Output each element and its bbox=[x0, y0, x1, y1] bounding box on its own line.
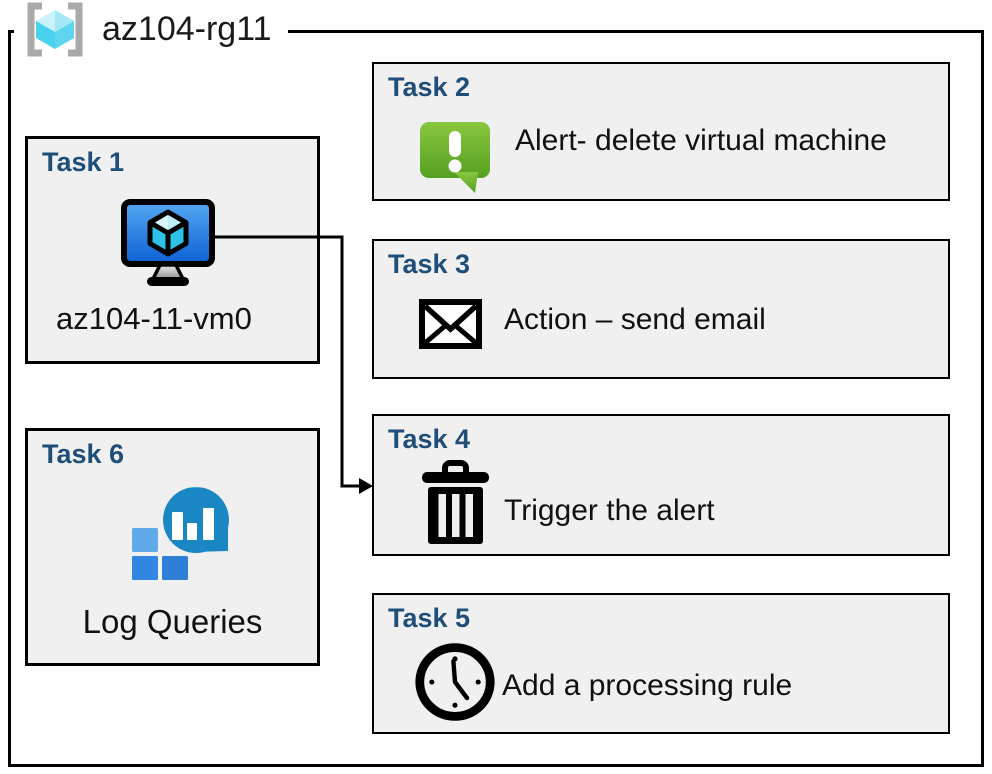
task5-text: Add a processing rule bbox=[502, 669, 793, 702]
resource-group-name: az104-rg11 bbox=[102, 10, 272, 48]
header-border-gap bbox=[14, 27, 288, 36]
vm-name: az104-11-vm0 bbox=[56, 301, 252, 336]
task1-box: Task 1 bbox=[25, 136, 320, 364]
trash-icon bbox=[422, 460, 490, 545]
log-analytics-icon bbox=[132, 487, 242, 582]
task6-label: Task 6 bbox=[42, 439, 125, 469]
task3-box: Task 3 Action – send email bbox=[372, 239, 950, 379]
virtual-machine-icon bbox=[121, 199, 215, 287]
task4-label: Task 4 bbox=[388, 424, 471, 454]
task6-box: Task 6 Log Queries bbox=[25, 428, 320, 666]
task1-label: Task 1 bbox=[42, 147, 125, 177]
task3-label: Task 3 bbox=[388, 249, 471, 279]
task3-text: Action – send email bbox=[504, 303, 766, 336]
task2-text: Alert- delete virtual machine bbox=[515, 124, 887, 157]
clock-icon bbox=[414, 642, 496, 722]
resource-group-header: az104-rg11 bbox=[22, 2, 272, 57]
task5-box: Task 5 Add a processing rule bbox=[372, 593, 950, 734]
task2-label: Task 2 bbox=[388, 72, 471, 102]
log-queries-label: Log Queries bbox=[82, 603, 263, 640]
task4-box: Task 4 Trigger the alert bbox=[372, 414, 950, 556]
resource-group-icon bbox=[27, 2, 83, 57]
task2-box: Task 2 Alert- delete virtual machine bbox=[372, 62, 950, 201]
email-icon bbox=[419, 299, 482, 349]
alert-icon bbox=[420, 122, 490, 194]
task4-text: Trigger the alert bbox=[504, 494, 715, 527]
task5-label: Task 5 bbox=[388, 603, 471, 633]
